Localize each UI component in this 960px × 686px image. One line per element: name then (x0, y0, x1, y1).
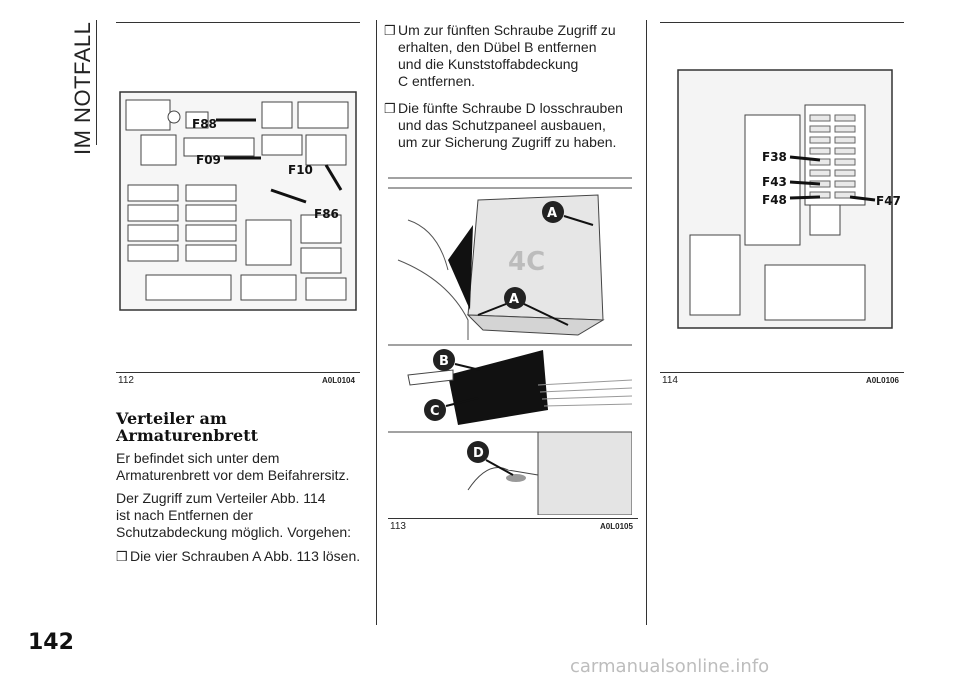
checkbox-bullet-icon: ❒ (116, 549, 128, 564)
middle-bullet-1-text: Um zur fünften Schraube Zugriff zu erhal… (398, 22, 616, 90)
fig114-code: A0L0106 (866, 376, 899, 385)
fig114-label-f48: F48 (762, 193, 787, 207)
fig114-label-f47: F47 (876, 194, 901, 208)
fig112-top-rule (116, 22, 360, 23)
fig113-callout-a-bottom: A (504, 287, 526, 309)
figure-114-dashboard-fuse-box: F38 F43 F48 F47 (677, 69, 901, 329)
fig112-label-f86: F86 (314, 207, 339, 221)
column-divider-2 (646, 20, 647, 625)
fig113-callout-d: D (467, 441, 489, 463)
fig113-panel-text: 4C (508, 247, 545, 277)
fig114-caption-rule (660, 372, 904, 373)
middle-bullet-1-line-4: C entfernen. (398, 73, 476, 89)
fig112-number: 112 (118, 375, 134, 386)
fig113-caption-rule (388, 518, 638, 519)
middle-bullet-1: ❒ Um zur fünften Schraube Zugriff zu erh… (384, 22, 640, 92)
fig114-label-f38: F38 (762, 150, 787, 164)
left-bullet-1-text: Die vier Schrauben A Abb. 113 lösen. (130, 548, 361, 564)
fig114-label-f43: F43 (762, 175, 787, 189)
checkbox-bullet-icon: ❒ (384, 23, 396, 38)
fig113-label-a-top: A (547, 206, 557, 221)
middle-bullet-2-line-2: und das Schutzpaneel ausbauen, (398, 117, 606, 133)
fig113-callout-b: B (433, 349, 455, 371)
left-bullet-1: ❒ Die vier Schrauben A Abb. 113 lösen. (116, 548, 372, 566)
paragraph-2-line-2: ist nach Entfernen der (116, 507, 253, 523)
fig113-callout-c: C (424, 399, 446, 421)
fig113-code: A0L0105 (600, 522, 633, 531)
fig114-number: 114 (662, 375, 678, 386)
figure-112-fuse-box: F88 F09 F10 F86 (119, 91, 357, 311)
paragraph-2: Der Zugriff zum Verteiler Abb. 114 ist n… (116, 490, 372, 541)
middle-bullet-1-line-1: Um zur fünften Schraube Zugriff zu (398, 22, 616, 38)
paragraph-2-line-1: Der Zugriff zum Verteiler Abb. 114 (116, 490, 326, 506)
middle-bullet-2: ❒ Die fünfte Schraube D losschrauben und… (384, 100, 640, 154)
section-title: IM NOTFALL (70, 21, 95, 155)
middle-bullet-2-line-3: um zur Sicherung Zugriff zu haben. (398, 134, 617, 150)
paragraph-1-line-2: Armaturenbrett vor dem Beifahrersitz. (116, 467, 350, 483)
middle-bullet-1-line-2: erhalten, den Dübel B entfernen (398, 39, 597, 55)
middle-bullet-1-line-3: und die Kunststoffabdeckung (398, 56, 579, 72)
watermark: carmanualsonline.info (570, 656, 770, 677)
fig112-label-f10: F10 (288, 163, 313, 177)
fig113-label-d: D (473, 446, 484, 461)
fig112-code: A0L0104 (322, 376, 355, 385)
middle-bullet-2-text: Die fünfte Schraube D losschrauben und d… (398, 100, 623, 151)
fig112-caption-rule (116, 372, 360, 373)
page-number: 142 (28, 630, 74, 655)
paragraph-1-line-1: Er befindet sich unter dem (116, 450, 280, 466)
fig113-label-c: C (430, 404, 440, 419)
fig113-label-a-bottom: A (509, 292, 519, 307)
section-divider (96, 20, 97, 145)
fig114-top-rule (660, 22, 904, 23)
column-divider-1 (376, 20, 377, 625)
heading-line-2: Armaturenbrett (116, 426, 258, 445)
section-heading: Verteiler am Armaturenbrett (116, 410, 366, 444)
heading-line-1: Verteiler am (116, 409, 227, 428)
checkbox-bullet-icon: ❒ (384, 101, 396, 116)
paragraph-2-line-3: Schutzabdeckung möglich. Vorgehen: (116, 524, 352, 540)
fig112-label-f09: F09 (196, 153, 221, 167)
fig113-callout-a-top: A (542, 201, 564, 223)
fig112-label-f88: F88 (192, 117, 217, 131)
fig113-label-b: B (439, 354, 449, 369)
figure-113-panel-removal: 4C A A B C D (388, 170, 632, 515)
fig113-number: 113 (390, 521, 406, 532)
middle-bullet-2-line-1: Die fünfte Schraube D losschrauben (398, 100, 623, 116)
paragraph-1: Er befindet sich unter dem Armaturenbret… (116, 450, 372, 484)
